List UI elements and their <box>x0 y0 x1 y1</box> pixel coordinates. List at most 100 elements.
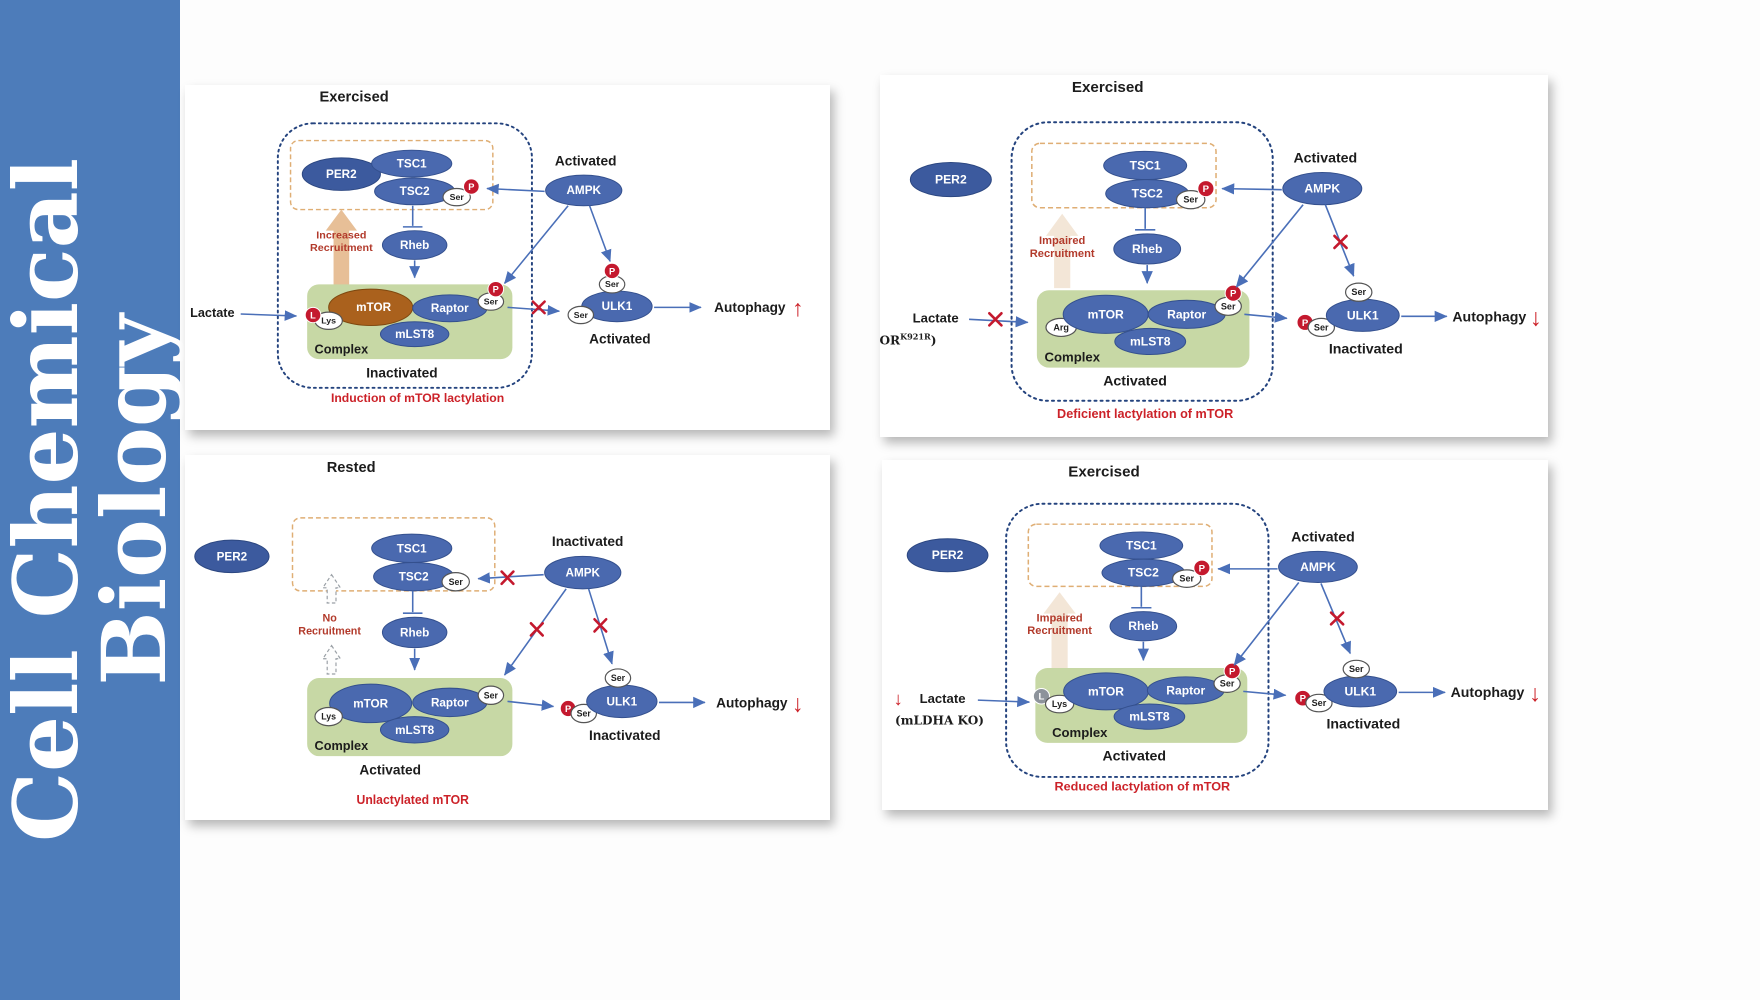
recruitment-label-1: No <box>322 612 337 624</box>
mtor-label: mTOR <box>1088 307 1124 321</box>
mutation-close: ) <box>931 334 937 348</box>
autophagy-down-arrow-icon: ↓ <box>1529 681 1541 707</box>
mtor-lys-label: Lys <box>1052 699 1067 709</box>
lactate-to-complex-arrow <box>977 696 1031 708</box>
tsc2-ser-site <box>441 572 470 592</box>
ampk-to-tsc2-arrow <box>486 183 545 195</box>
tsc1-label: TSC1 <box>1126 539 1157 553</box>
recruitment-arrow-faded <box>1043 592 1076 669</box>
ulk1-state: Inactivated <box>1329 341 1403 357</box>
panel-caption: Unlactylated mTOR <box>357 793 469 807</box>
rheb-node <box>381 616 448 649</box>
phospho-label: P <box>1203 184 1210 195</box>
ampk-state: Activated <box>555 154 617 169</box>
mutation-open: (mTOR <box>880 334 901 348</box>
blocked-x-icon <box>1329 611 1345 626</box>
recruitment-label-1: Increased <box>316 229 366 241</box>
autophagy-down-arrow-icon: ↓ <box>1530 304 1542 331</box>
ulk1-left-ser-label: Ser <box>577 708 592 718</box>
tsc2-ser-site <box>442 187 471 207</box>
lactate-to-complex-arrow <box>240 310 298 321</box>
panel-title: Rested <box>327 459 376 476</box>
ampk-label: AMPK <box>566 184 601 197</box>
exercised-boundary-box <box>1010 121 1274 402</box>
per2-label: PER2 <box>217 549 248 563</box>
autophagy-label: Autophagy <box>714 300 786 315</box>
autophagy-label: Autophagy <box>716 694 788 710</box>
mtor-node <box>329 683 413 724</box>
mlst8-node <box>1113 703 1186 730</box>
recruitment-label-2: Recruitment <box>310 242 373 254</box>
complex-label: Complex <box>1052 725 1108 740</box>
tsc2-ser-label: Ser <box>450 192 465 202</box>
rheb-node <box>381 230 448 260</box>
raptor-ser-label: Ser <box>1221 301 1236 311</box>
per2-node <box>906 538 989 573</box>
raptor-ser-label: Ser <box>484 297 499 307</box>
mlst8-label: mLST8 <box>1130 335 1171 349</box>
ulk1-top-ser-label: Ser <box>611 673 626 683</box>
panel-title: Exercised <box>319 89 388 105</box>
phospho-label: P <box>1300 693 1306 704</box>
phospho-badge <box>487 280 505 298</box>
ampk-label: AMPK <box>565 565 600 579</box>
ampk-node <box>1278 550 1358 583</box>
per2-label: PER2 <box>932 548 964 562</box>
per2-recruitment-box <box>1027 523 1213 588</box>
ulk1-label: ULK1 <box>1347 308 1379 322</box>
panel-caption: Induction of mTOR lactylation <box>331 391 504 405</box>
complex-state: Activated <box>359 761 421 777</box>
complex-label: Complex <box>1045 350 1101 365</box>
ulk1-left-ser-label: Ser <box>1314 322 1329 332</box>
ulk1-state: Inactivated <box>1326 716 1400 732</box>
complex-state: Inactivated <box>366 365 437 380</box>
complex-state: Activated <box>1103 748 1167 764</box>
ulk1-label: ULK1 <box>607 694 638 708</box>
lactate-mutation-label: (mTORK921R) <box>880 331 937 347</box>
rheb-node <box>1109 611 1178 642</box>
blocked-x-icon <box>987 312 1003 327</box>
tsc2-ser-label: Ser <box>1183 195 1198 205</box>
ulk1-left-ser-site <box>1307 317 1336 338</box>
tsc1-label: TSC1 <box>397 158 428 171</box>
raptor-label: Raptor <box>431 695 469 709</box>
mlst8-label: mLST8 <box>1129 710 1170 724</box>
ampk-to-tsc2-arrow <box>477 572 544 584</box>
no-recruitment-arrow-bottom <box>321 644 342 675</box>
panel-1-diagram: Exercised Increased Recruitment PER2 TSC… <box>190 89 803 405</box>
raptor-ser-label: Ser <box>1220 679 1235 689</box>
phospho-badge <box>603 262 621 280</box>
panel-exercised-k921r: Exercised Impaired Recruitment PER2 TSC1… <box>880 75 1548 437</box>
journal-title-line1: Cell Chemical <box>0 157 99 843</box>
ampk-label: AMPK <box>1304 182 1340 196</box>
phospho-label: P <box>609 266 615 276</box>
complex-to-ulk1-arrow <box>1244 311 1288 323</box>
mtor-label: mTOR <box>356 301 392 314</box>
per2-node <box>194 539 270 574</box>
ampk-node <box>545 174 623 207</box>
panel-caption: Deficient lactylation of mTOR <box>1057 407 1233 421</box>
recruitment-label-1: Impaired <box>1037 613 1083 625</box>
lactate-ko-label: (mLDHA KO) <box>895 714 984 728</box>
ampk-to-raptor-arrow <box>1235 204 1304 288</box>
mlst8-node <box>379 716 450 744</box>
tsc1-label: TSC1 <box>397 541 427 555</box>
rheb-node <box>1113 233 1182 265</box>
autophagy-label: Autophagy <box>1452 308 1526 324</box>
ampk-node <box>544 555 622 590</box>
mutation-superscript: K921R <box>900 331 931 341</box>
phospho-label: P <box>565 704 571 715</box>
ampk-state: Activated <box>1291 529 1355 545</box>
journal-title: Cell Chemical Biology <box>0 157 186 843</box>
raptor-ser-label: Ser <box>484 690 499 700</box>
phospho-badge <box>1224 284 1242 302</box>
complex-label: Complex <box>315 738 369 753</box>
phospho-badge <box>463 178 480 195</box>
ulk1-left-ser-site <box>1305 693 1333 713</box>
mlst8-node <box>1114 327 1187 356</box>
ulk1-top-ser-site <box>604 668 632 688</box>
ampk-to-raptor-arrow <box>1233 582 1300 666</box>
tsc2-label: TSC2 <box>400 185 430 198</box>
panel-4-diagram: Exercised Impaired Recruitment PER2 TSC1… <box>893 465 1541 794</box>
raptor-label: Raptor <box>431 302 469 315</box>
